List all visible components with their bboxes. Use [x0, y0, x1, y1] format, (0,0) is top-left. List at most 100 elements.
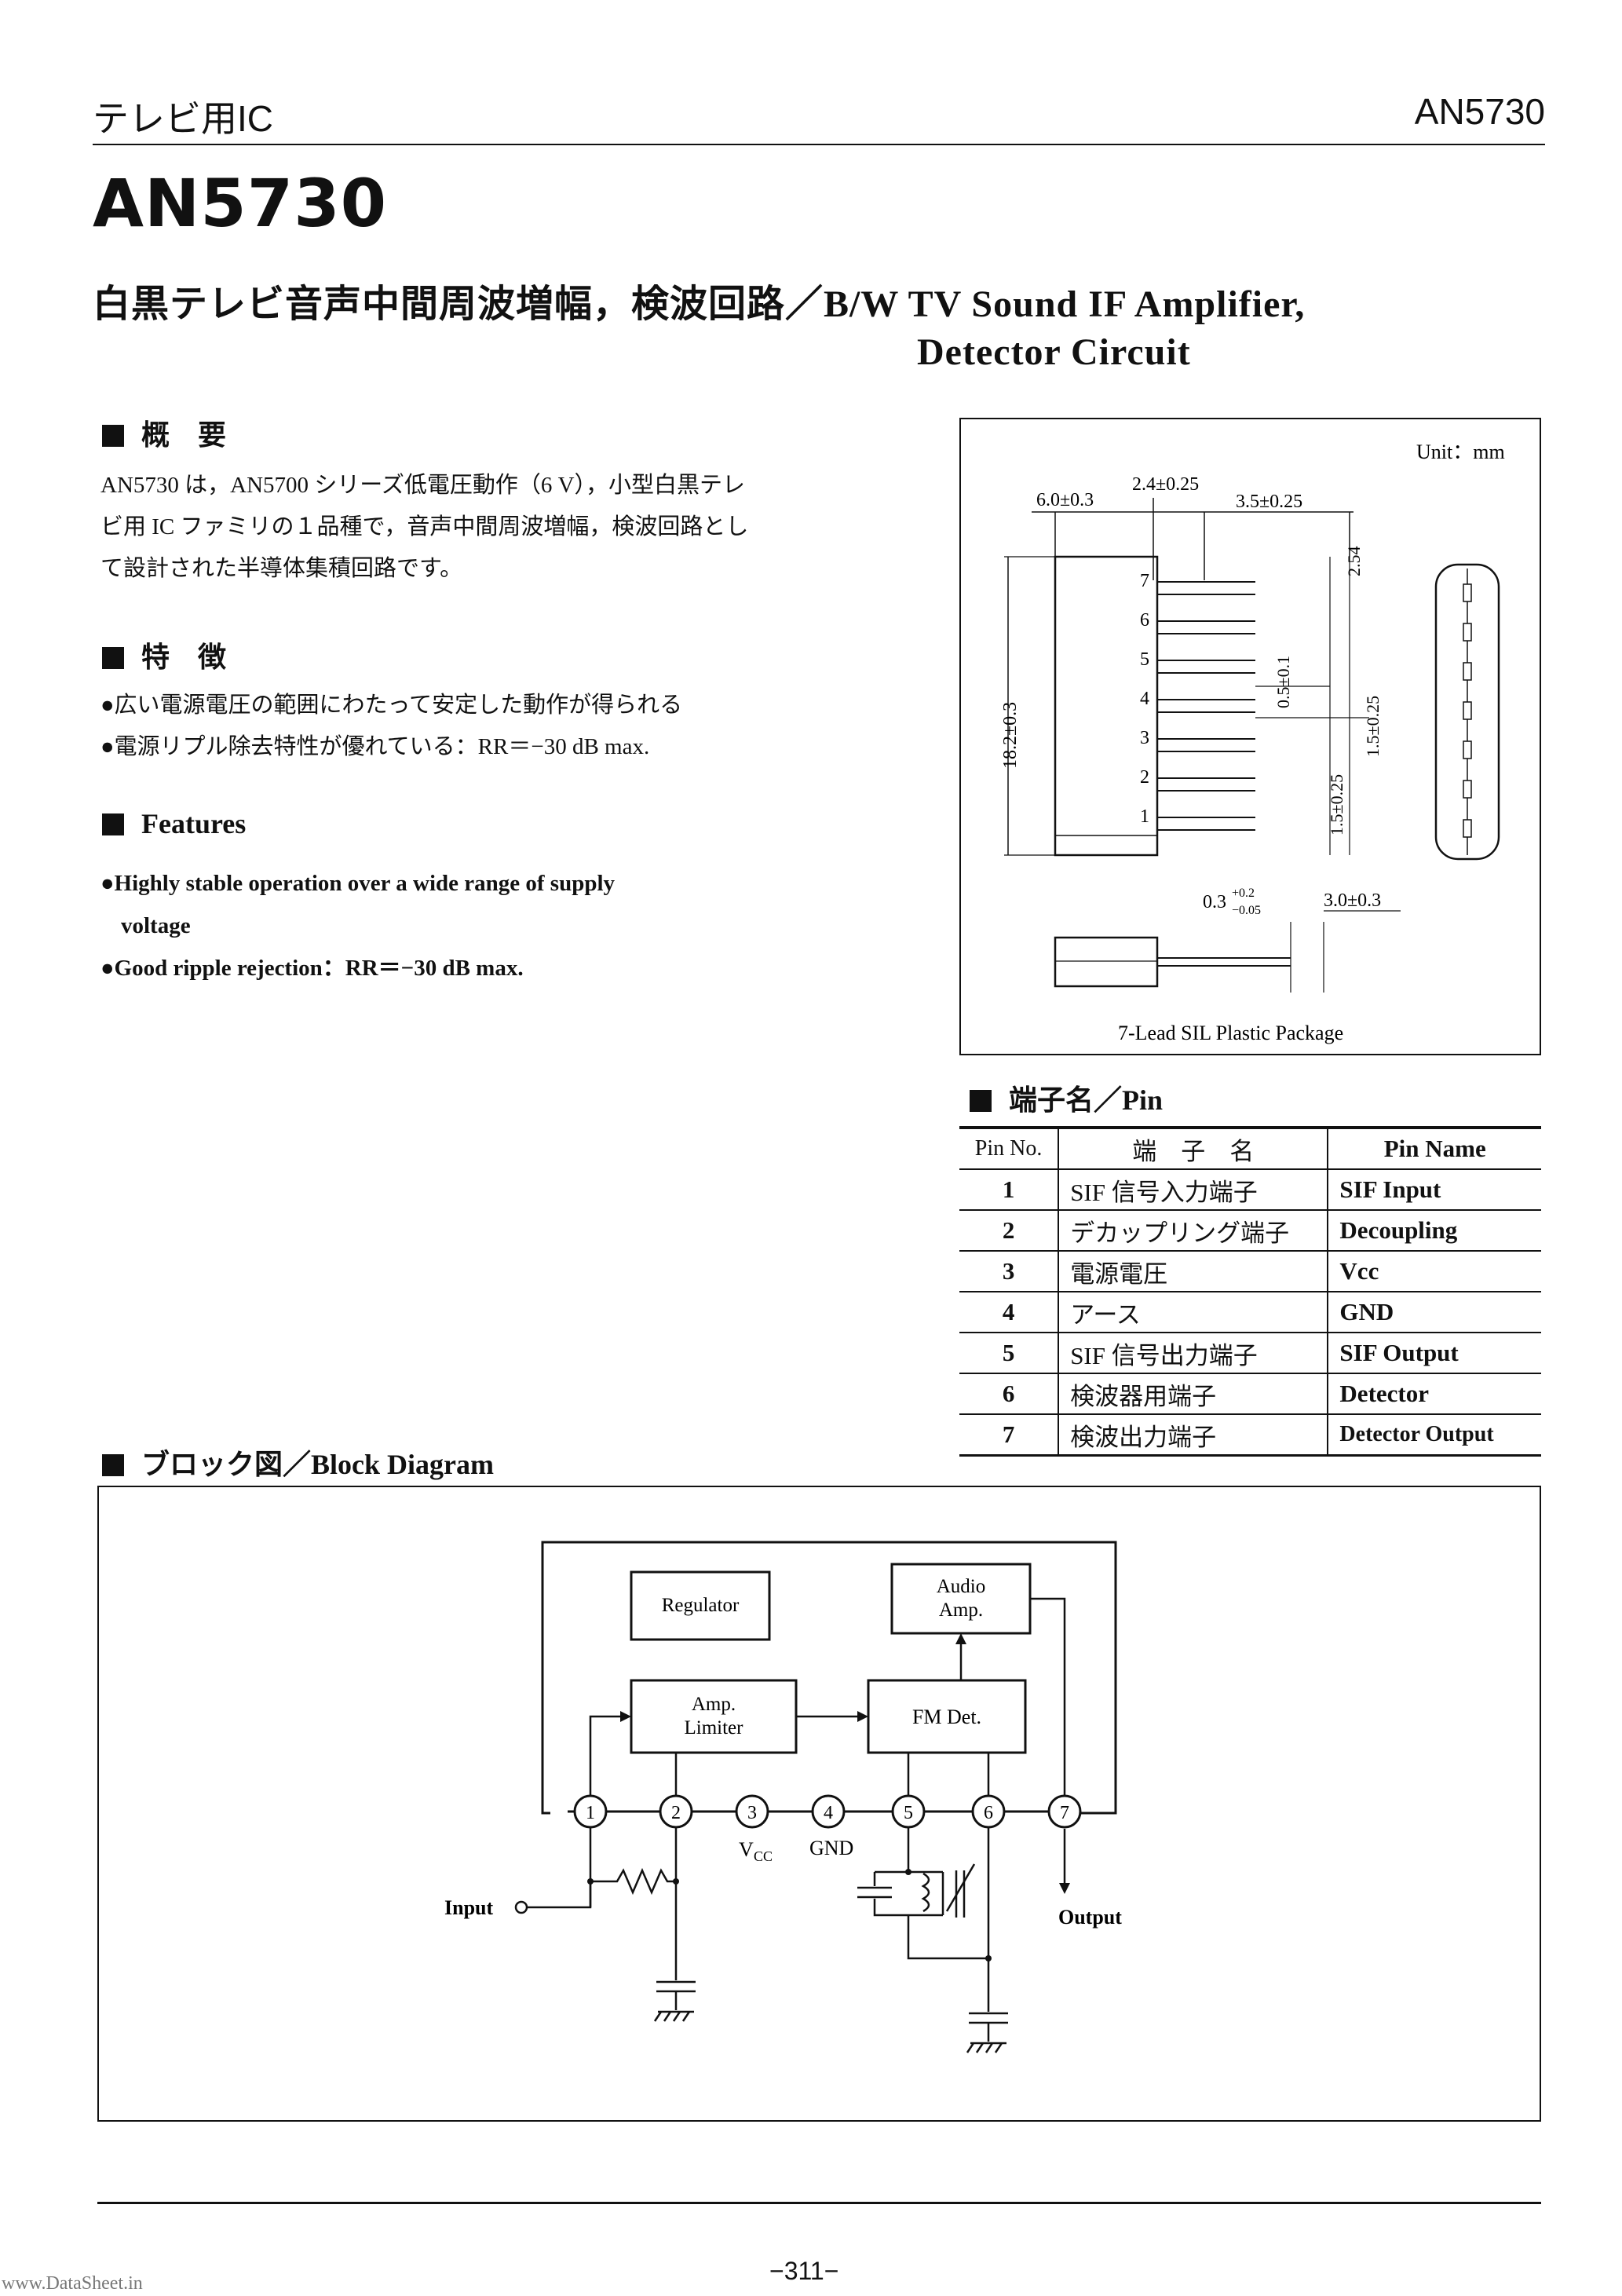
header-part-number: AN5730 — [1414, 91, 1545, 132]
pin-label: 2 — [671, 1803, 681, 1823]
pin-name: Vcc — [1327, 1250, 1541, 1292]
ground-symbol-icon — [653, 2010, 1006, 2053]
pin-jp-name: 電源電圧 — [1058, 1250, 1329, 1292]
pin-label: 1 — [586, 1803, 595, 1823]
fm-det-label: FM Det. — [912, 1706, 981, 1728]
overview-line: て設計された半導体集積回路です。 — [100, 556, 463, 581]
pin-jp-name: SIF 信号入力端子 — [1058, 1168, 1329, 1211]
lead-number: 6 — [1140, 610, 1149, 631]
package-drawing-frame: Unit：mm 6.0±0.3 2.4±0.25 3.5±0.25 7 6 5 … — [959, 418, 1541, 1055]
overview-line: ビ用 IC ファミリの１品種で，音声中間周波増幅，検波回路とし — [100, 514, 749, 539]
subtitle-line2: Detector Circuit — [917, 331, 1191, 373]
pin-number: 3 — [959, 1250, 1060, 1292]
section-bullet-icon — [102, 813, 124, 835]
subtitle-line1: 白黒テレビ音声中間周波増幅，検波回路／B/W TV Sound IF Ampli… — [93, 283, 1306, 325]
page-number: −311− — [769, 2257, 839, 2285]
footer-rule — [97, 2202, 1541, 2204]
pin-label: 7 — [1060, 1803, 1069, 1823]
pin-name: GND — [1327, 1291, 1541, 1333]
pin-number: 6 — [959, 1373, 1060, 1415]
list-item: voltage — [121, 913, 191, 938]
dim-label: +0.2 — [1232, 887, 1255, 900]
regulator-block — [630, 1570, 771, 1641]
pin-table-heading: 端子名／Pin — [970, 1077, 1163, 1118]
amp-limiter-label: Limiter — [685, 1717, 744, 1738]
pin-label: 5 — [904, 1803, 913, 1823]
lead-number: 4 — [1140, 689, 1149, 709]
audio-amp-block — [890, 1563, 1032, 1635]
block-diagram: Regulator Audio Amp. Amp. Limiter FM Det… — [444, 1541, 1122, 2053]
dim-label: 1.5±0.25 — [1363, 696, 1383, 757]
gnd-label: GND — [809, 1837, 853, 1859]
regulator-label: Regulator — [662, 1595, 740, 1616]
audio-amp-label: Audio — [937, 1576, 986, 1597]
pin-jp-name: 検波器用端子 — [1058, 1373, 1329, 1415]
list-item: ●広い電源電圧の範囲にわたって安定した動作が得られる — [100, 693, 683, 718]
table-header-row: Pin No. 端 子 名 Pin Name — [959, 1128, 1541, 1170]
dim-label: 3.5±0.25 — [1236, 492, 1302, 512]
overview-line: AN5730 は，AN5700 シリーズ低電圧動作（6 V），小型白黒テレ — [100, 473, 746, 498]
pin-name: Decoupling — [1327, 1209, 1541, 1252]
package-side-view — [1434, 563, 1500, 861]
pin-number: 5 — [959, 1332, 1060, 1374]
dim-label: −0.05 — [1232, 904, 1261, 917]
pin-label: 3 — [747, 1803, 757, 1823]
lead-number: 3 — [1140, 728, 1149, 748]
external-circuit — [527, 1827, 1008, 2042]
lead-number: 2 — [1140, 767, 1149, 788]
features-en-list: ●Highly stable operation over a wide ran… — [100, 862, 886, 989]
pin-number: 2 — [959, 1209, 1060, 1252]
package-outline-drawing: Unit：mm 6.0±0.3 2.4±0.25 3.5±0.25 7 6 5 … — [1000, 441, 1505, 1044]
pin-number: 4 — [959, 1291, 1060, 1333]
input-label: Input — [444, 1896, 493, 1919]
pin-jp-name: SIF 信号出力端子 — [1058, 1332, 1329, 1374]
overview-text: AN5730 は，AN5700 シリーズ低電圧動作（6 V），小型白黒テレ ビ用… — [100, 465, 878, 590]
features-jp-heading: 特 徴 — [102, 634, 226, 675]
dim-label: 1.5±0.25 — [1327, 774, 1346, 835]
page-title: AN5730 — [93, 165, 388, 242]
lead-number: 1 — [1140, 806, 1149, 827]
amp-limiter-block — [630, 1679, 798, 1754]
pin-name: SIF Output — [1327, 1332, 1541, 1374]
unit-label: Unit：mm — [1416, 441, 1505, 463]
column-header: Pin Name — [1327, 1128, 1541, 1170]
overview-heading: 概 要 — [102, 412, 226, 453]
input-terminal-icon — [514, 1900, 528, 1914]
pin-jp-name: デカップリング端子 — [1058, 1209, 1329, 1252]
features-jp-list: ●広い電源電圧の範囲にわたって安定した動作が得られる ●電源リプル除去特性が優れ… — [100, 685, 886, 768]
dim-label: 0.3 — [1203, 892, 1226, 912]
table-bottom-rule — [959, 1454, 1541, 1457]
package-leads — [1157, 581, 1255, 831]
dim-label: 2.4±0.25 — [1132, 474, 1199, 495]
list-item: ●Good ripple rejection：RR＝−30 dB max. — [100, 956, 524, 981]
block-diagram-frame: Regulator Audio Amp. Amp. Limiter FM Det… — [97, 1486, 1541, 2122]
dim-label: 2.54 — [1344, 547, 1364, 577]
section-bullet-icon — [102, 425, 124, 447]
output-label: Output — [1058, 1906, 1122, 1929]
table-top-rule — [959, 1126, 1541, 1128]
list-item: ●電源リプル除去特性が優れている：RR＝−30 dB max. — [100, 734, 650, 759]
vcc-label: V — [739, 1838, 754, 1861]
column-header: 端 子 名 — [1058, 1128, 1329, 1170]
dim-label: 6.0±0.3 — [1036, 490, 1094, 510]
pin-label: 4 — [824, 1803, 833, 1823]
pin-name: Detector — [1327, 1373, 1541, 1415]
package-caption: 7-Lead SIL Plastic Package — [1118, 1022, 1343, 1044]
watermark: www.DataSheet.in — [2, 2273, 143, 2294]
pin-name: SIF Input — [1327, 1168, 1541, 1211]
header-rule — [93, 144, 1545, 145]
list-item: ●Highly stable operation over a wide ran… — [100, 871, 616, 896]
dim-label: 18.2±0.3 — [1000, 702, 1021, 769]
pin-jp-name: 検波出力端子 — [1058, 1413, 1329, 1456]
section-bullet-icon — [102, 647, 124, 669]
audio-amp-label: Amp. — [939, 1600, 983, 1621]
section-bullet-icon — [102, 1454, 124, 1476]
pin-number: 1 — [959, 1168, 1060, 1211]
vcc-subscript: CC — [754, 1848, 773, 1864]
